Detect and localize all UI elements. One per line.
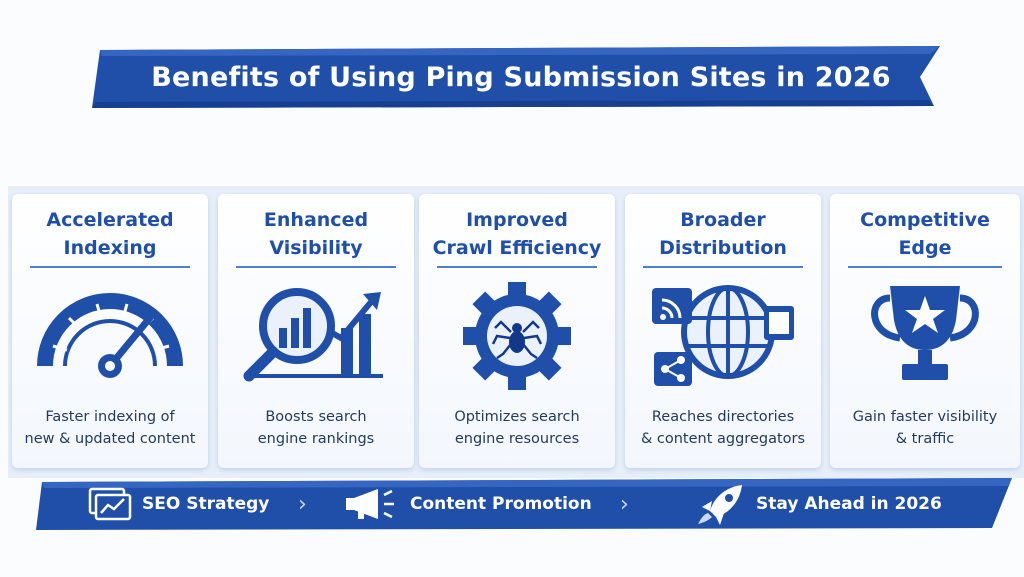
card-description: Faster indexing of new & updated content (24, 409, 196, 447)
magnifier-growth-chart-icon (243, 288, 383, 382)
monitor-chart-icon (88, 487, 132, 521)
benefit-card-competitive-edge: Competitive Edge Gain faster visibility … (830, 194, 1020, 468)
card-divider (848, 266, 1002, 268)
megaphone-icon (346, 489, 394, 519)
card-title: Competitive Edge (860, 209, 990, 259)
card-title: Improved Crawl Efficiency (432, 209, 602, 259)
rocket-icon (698, 485, 742, 525)
card-description: Optimizes search engine resources (454, 409, 580, 447)
benefit-card-improved-crawl-efficiency: Improved Crawl Efficiency (419, 194, 615, 468)
bottom-item-stay-ahead: Stay Ahead in 2026 (696, 478, 942, 530)
card-title: Enhanced Visibility (263, 209, 369, 259)
benefit-card-accelerated-indexing: Accelerated Indexing Faster indexing of … (12, 194, 208, 468)
benefit-card-enhanced-visibility: Enhanced Visibility Boosts search engine… (218, 194, 414, 468)
bottom-item-label: SEO Strategy (142, 494, 270, 514)
separator-chevron: › (620, 491, 629, 517)
trophy-icon (871, 286, 979, 380)
card-description: Reaches directories & content aggregator… (640, 409, 806, 447)
bottom-item-label: Stay Ahead in 2026 (756, 494, 942, 514)
card-title: Broader Distribution (659, 209, 787, 259)
card-description: Boosts search engine rankings (257, 409, 375, 447)
card-divider (643, 266, 803, 268)
card-description: Gain faster visibility & traffic (852, 409, 998, 447)
speedometer-icon (37, 293, 183, 378)
bottom-item-label: Content Promotion (410, 494, 592, 514)
page-title: Benefits of Using Ping Submission Sites … (151, 61, 891, 93)
bottom-banner: SEO Strategy › Content Promotion › Stay … (36, 478, 1012, 530)
gear-spider-icon (463, 282, 571, 390)
benefit-card-broader-distribution: Broader Distribution Reaches directories… (625, 194, 821, 468)
card-divider (236, 266, 396, 268)
card-divider (30, 266, 190, 268)
card-divider (437, 266, 597, 268)
title-banner: Benefits of Using Ping Submission Sites … (92, 46, 940, 108)
separator-chevron: › (298, 491, 307, 517)
bottom-item-content-promotion: Content Promotion (344, 478, 592, 530)
globe-network-icon (652, 285, 794, 386)
bottom-item-seo-strategy: SEO Strategy (88, 478, 269, 530)
card-title: Accelerated Indexing (46, 209, 174, 259)
